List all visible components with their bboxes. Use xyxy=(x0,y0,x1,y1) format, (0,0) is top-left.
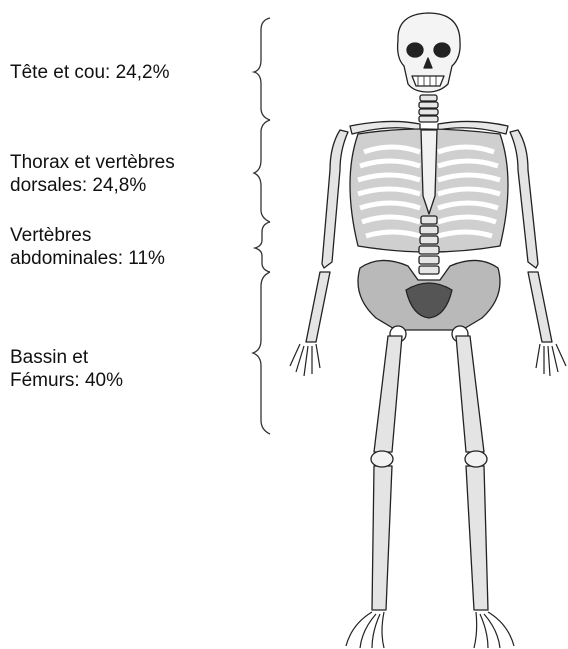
brace-thorax xyxy=(254,120,270,222)
brace-abdominal xyxy=(255,222,270,272)
brace-head-neck xyxy=(254,18,270,120)
brace-pelvis-femurs xyxy=(253,272,270,434)
skeleton xyxy=(290,13,566,648)
